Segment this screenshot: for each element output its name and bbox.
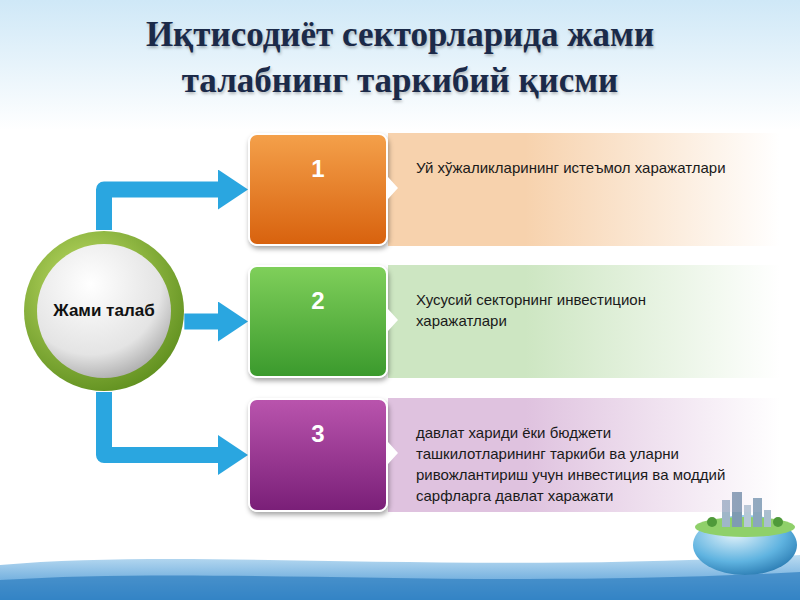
- category-row: Хусусий секторнинг инвестицион харажатла…: [248, 265, 780, 378]
- description-band: давлат хариди ёки бюджети ташкилотларини…: [388, 398, 780, 512]
- flow-arrow: [184, 314, 218, 330]
- category-row: Уй хўжаликларининг истеъмол харажатлари 1: [248, 133, 780, 246]
- description-band: Хусусий секторнинг инвестицион харажатла…: [388, 265, 780, 378]
- callout-number: 1: [311, 155, 324, 182]
- footer-wave: [0, 555, 800, 600]
- number-box: 2: [248, 265, 388, 378]
- callout-number: 2: [311, 287, 324, 314]
- flow-arrow: [104, 190, 218, 231]
- footer-wave: [0, 572, 800, 600]
- diagram-title: Иқтисодиёт секторларида жами талабнинг т…: [90, 12, 710, 104]
- description-band: Уй хўжаликларининг истеъмол харажатлари: [388, 133, 780, 246]
- description-text: Уй хўжаликларининг истеъмол харажатлари: [416, 159, 726, 176]
- hub-circle: Жами талаб: [23, 230, 185, 392]
- title-box: Иқтисодиёт секторларида жами талабнинг т…: [90, 12, 710, 104]
- description-text: давлат хариди ёки бюджети ташкилотларини…: [416, 424, 725, 504]
- sky-band: [0, 0, 800, 130]
- notch-mark: [388, 177, 398, 199]
- category-row: давлат хариди ёки бюджети ташкилотларини…: [248, 398, 780, 512]
- notch-mark: [388, 442, 398, 464]
- notch-mark: [388, 309, 398, 331]
- number-box: 3: [248, 398, 388, 512]
- flow-arrow: [104, 392, 218, 455]
- number-box: 1: [248, 133, 388, 246]
- callout-number: 3: [311, 420, 324, 447]
- hub-label: Жами талаб: [23, 230, 185, 392]
- description-text: Хусусий секторнинг инвестицион харажатла…: [416, 291, 646, 329]
